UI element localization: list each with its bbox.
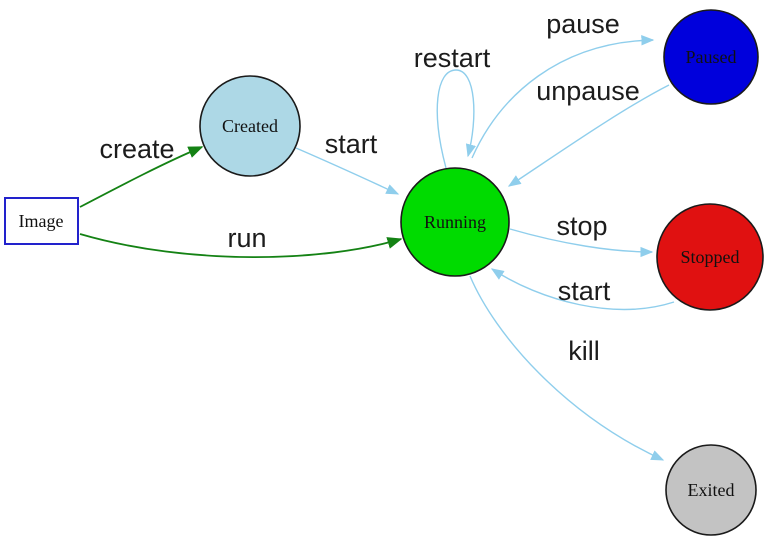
- edge-kill-label: kill: [568, 336, 600, 366]
- node-image: Image: [4, 197, 79, 245]
- node-created-circle: [199, 75, 301, 177]
- node-exited: Exited: [665, 444, 757, 536]
- node-running-label: Running: [424, 212, 486, 232]
- edge-pause-label: pause: [546, 9, 620, 39]
- node-running: Running: [400, 167, 510, 277]
- edge-restart-selfloop-arrow: [436, 69, 477, 169]
- edge-run-arrow: [79, 233, 403, 258]
- node-stopped: Stopped: [656, 203, 764, 311]
- edge-start-created-running-arrow: [295, 147, 400, 195]
- node-image-box: [4, 197, 79, 245]
- node-created-label: Created: [222, 116, 278, 136]
- edge-start-stopped-label: start: [558, 276, 611, 306]
- edge-unpause-arrow: [507, 84, 670, 187]
- node-paused-circle: [663, 9, 759, 105]
- edge-unpause-label: unpause: [536, 76, 640, 106]
- edge-restart-label: restart: [414, 43, 491, 73]
- node-paused: Paused: [663, 9, 759, 105]
- node-exited-circle: [665, 444, 757, 536]
- node-exited-label: Exited: [688, 480, 735, 500]
- edge-kill-arrow: [469, 275, 665, 461]
- edge-start-stopped-running-arrow: [490, 268, 675, 311]
- edge-run-label: run: [227, 223, 266, 253]
- edge-stop-label: stop: [556, 211, 607, 241]
- edge-create-arrow: [79, 146, 204, 208]
- node-stopped-circle: [656, 203, 764, 311]
- node-paused-label: Paused: [686, 47, 737, 67]
- edge-pause-arrow: [471, 35, 655, 159]
- node-running-circle: [400, 167, 510, 277]
- node-created: Created: [199, 75, 301, 177]
- edge-start-created-label: start: [325, 129, 378, 159]
- node-stopped-label: Stopped: [680, 247, 739, 267]
- node-image-label: Image: [19, 211, 64, 231]
- edge-stop-arrow: [509, 228, 654, 258]
- edge-create-label: create: [99, 134, 174, 164]
